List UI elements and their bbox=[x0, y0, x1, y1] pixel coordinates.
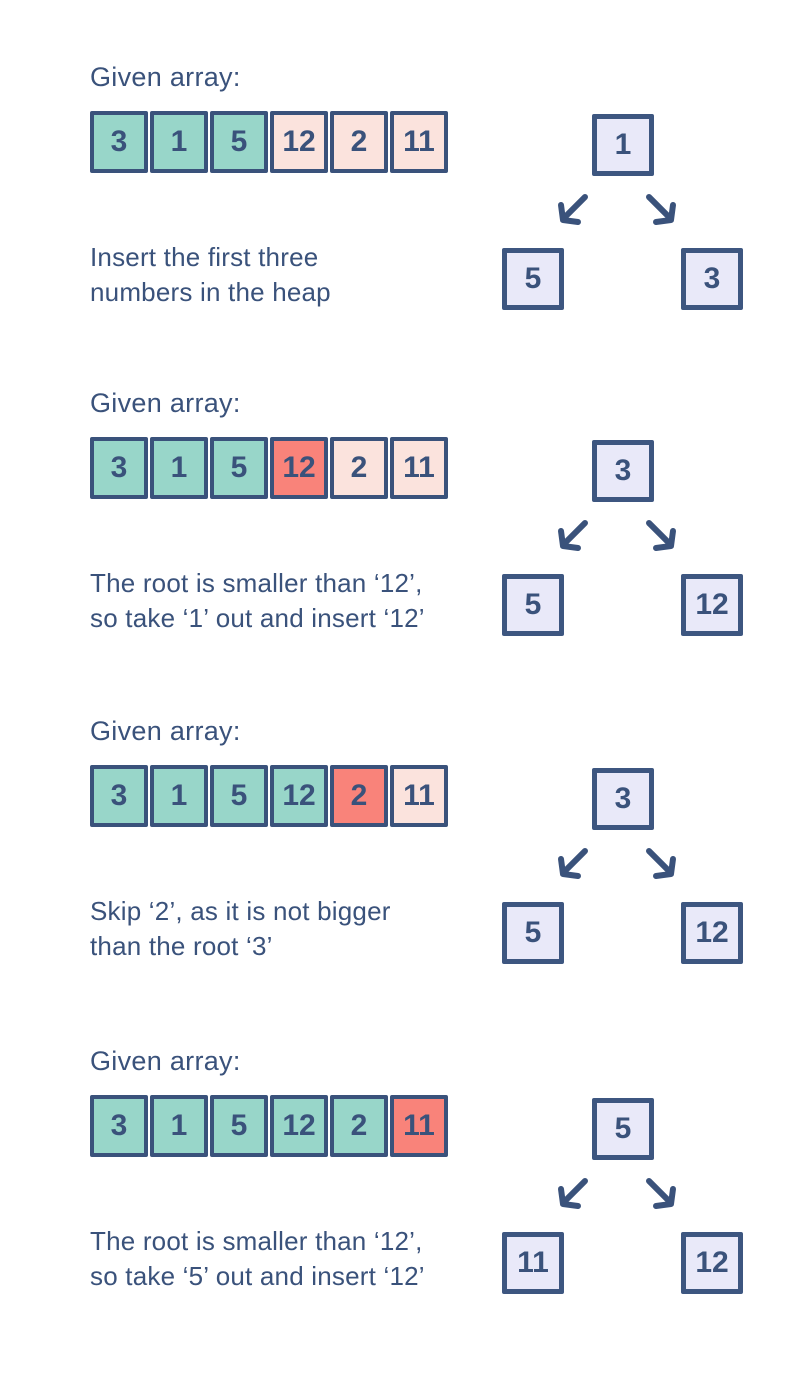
array-cell: 12 bbox=[270, 111, 328, 173]
array-cell: 2 bbox=[330, 1095, 388, 1157]
tree-right-node: 12 bbox=[681, 902, 743, 964]
arrow-down-right-icon bbox=[644, 1178, 678, 1212]
array-cell: 12 bbox=[270, 437, 328, 499]
tree-left-node: 5 bbox=[502, 574, 564, 636]
step-description-line: numbers in the heap bbox=[90, 277, 331, 307]
array-cell: 3 bbox=[90, 765, 148, 827]
heap-tree: 5 11 12 bbox=[502, 1098, 744, 1298]
step-section-3: Given array: 3 1 5 12 2 11 Skip ‘2’, as … bbox=[0, 716, 800, 1044]
tree-root-node: 1 bbox=[592, 114, 654, 176]
array: 3 1 5 12 2 11 bbox=[90, 437, 448, 499]
tree-left-node: 11 bbox=[502, 1232, 564, 1294]
array-cell: 1 bbox=[150, 111, 208, 173]
given-array-label: Given array: bbox=[90, 388, 241, 418]
array: 3 1 5 12 2 11 bbox=[90, 111, 448, 173]
tree-root-node: 5 bbox=[592, 1098, 654, 1160]
arrow-down-left-icon bbox=[556, 194, 590, 228]
array-cell: 11 bbox=[390, 765, 448, 827]
array-cell: 12 bbox=[270, 765, 328, 827]
array-cell: 1 bbox=[150, 765, 208, 827]
array-cell: 5 bbox=[210, 437, 268, 499]
arrow-down-right-icon bbox=[644, 848, 678, 882]
array-cell: 2 bbox=[330, 437, 388, 499]
step-description-line: Insert the first three bbox=[90, 242, 319, 272]
step-section-1: Given array: 3 1 5 12 2 11 Insert the fi… bbox=[0, 62, 800, 390]
step-section-4: Given array: 3 1 5 12 2 11 The root is s… bbox=[0, 1046, 800, 1374]
tree-right-node: 3 bbox=[681, 248, 743, 310]
array-cell: 11 bbox=[390, 437, 448, 499]
array-cell: 3 bbox=[90, 1095, 148, 1157]
array-cell: 3 bbox=[90, 437, 148, 499]
array-cell: 3 bbox=[90, 111, 148, 173]
array: 3 1 5 12 2 11 bbox=[90, 1095, 448, 1157]
array-cell: 1 bbox=[150, 1095, 208, 1157]
array-cell: 2 bbox=[330, 111, 388, 173]
tree-right-node: 12 bbox=[681, 574, 743, 636]
array-cell: 2 bbox=[330, 765, 388, 827]
step-description: Insert the first three numbers in the he… bbox=[90, 240, 331, 310]
step-description: The root is smaller than ‘12’, so take ‘… bbox=[90, 566, 425, 636]
tree-root-node: 3 bbox=[592, 440, 654, 502]
tree-left-node: 5 bbox=[502, 248, 564, 310]
array-cell: 11 bbox=[390, 111, 448, 173]
tree-left-node: 5 bbox=[502, 902, 564, 964]
heap-tree: 1 5 3 bbox=[502, 114, 744, 314]
step-section-2: Given array: 3 1 5 12 2 11 The root is s… bbox=[0, 388, 800, 716]
array-cell: 5 bbox=[210, 765, 268, 827]
arrow-down-left-icon bbox=[556, 848, 590, 882]
arrow-down-left-icon bbox=[556, 520, 590, 554]
given-array-label: Given array: bbox=[90, 62, 241, 92]
given-array-label: Given array: bbox=[90, 1046, 241, 1076]
step-description-line: Skip ‘2’, as it is not bigger bbox=[90, 896, 391, 926]
array: 3 1 5 12 2 11 bbox=[90, 765, 448, 827]
given-array-label: Given array: bbox=[90, 716, 241, 746]
step-description-line: The root is smaller than ‘12’, bbox=[90, 1226, 423, 1256]
tree-right-node: 12 bbox=[681, 1232, 743, 1294]
step-description-line: so take ‘5’ out and insert ‘12’ bbox=[90, 1261, 425, 1291]
arrow-down-right-icon bbox=[644, 520, 678, 554]
array-cell: 11 bbox=[390, 1095, 448, 1157]
step-description-line: so take ‘1’ out and insert ‘12’ bbox=[90, 603, 425, 633]
array-cell: 5 bbox=[210, 111, 268, 173]
tree-root-node: 3 bbox=[592, 768, 654, 830]
arrow-down-right-icon bbox=[644, 194, 678, 228]
heap-tree: 3 5 12 bbox=[502, 768, 744, 968]
arrow-down-left-icon bbox=[556, 1178, 590, 1212]
step-description: Skip ‘2’, as it is not bigger than the r… bbox=[90, 894, 391, 964]
array-cell: 5 bbox=[210, 1095, 268, 1157]
step-description-line: than the root ‘3’ bbox=[90, 931, 273, 961]
array-cell: 1 bbox=[150, 437, 208, 499]
array-cell: 12 bbox=[270, 1095, 328, 1157]
step-description-line: The root is smaller than ‘12’, bbox=[90, 568, 423, 598]
step-description: The root is smaller than ‘12’, so take ‘… bbox=[90, 1224, 425, 1294]
heap-tree: 3 5 12 bbox=[502, 440, 744, 640]
